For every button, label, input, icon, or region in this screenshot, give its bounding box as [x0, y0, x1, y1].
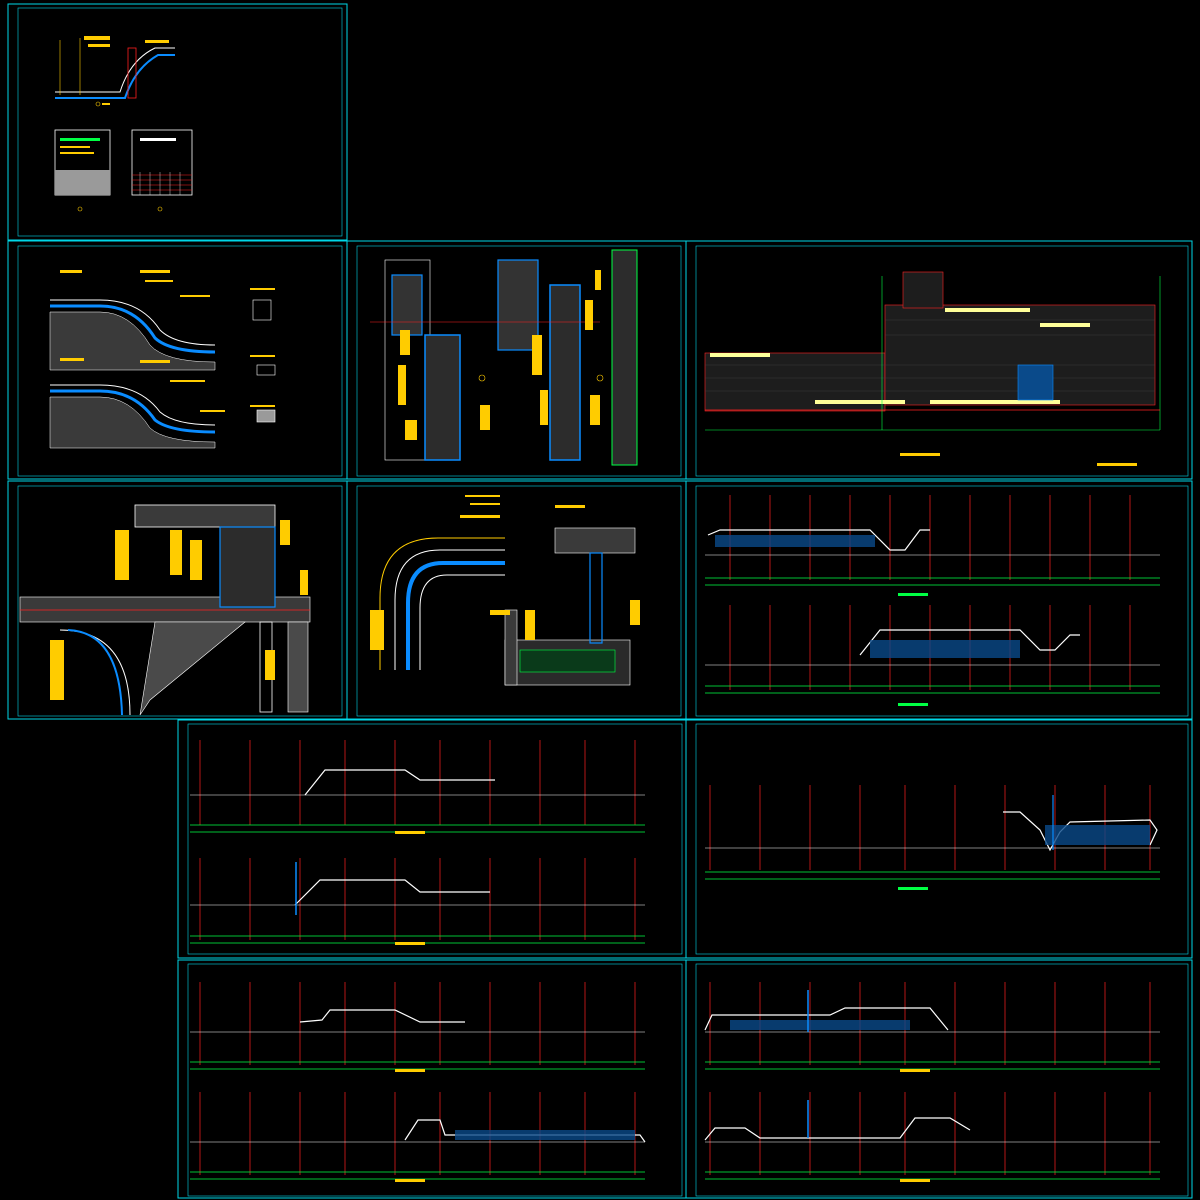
sheet-3-content — [370, 249, 638, 466]
sheet-1-content — [54, 36, 193, 212]
sheet-frames — [7, 3, 1193, 1199]
sheet-frame-10 — [177, 959, 687, 1199]
sheet-frame-11 — [685, 959, 1193, 1199]
sheet-10-content — [190, 982, 646, 1182]
sheet-frame-4 — [685, 240, 1193, 480]
sheet-frame-7 — [685, 480, 1193, 720]
sheet-9-content — [705, 785, 1160, 890]
sheet-2-content — [49, 270, 276, 449]
sheet-7-content — [705, 495, 1160, 706]
sheet-frame-1 — [7, 3, 348, 241]
sheet-4-content — [704, 271, 1161, 466]
sheet-5-content — [19, 504, 311, 716]
sheet-frame-8 — [177, 719, 687, 959]
sheet-frame-9 — [685, 719, 1193, 959]
sheet-6-content — [370, 495, 640, 686]
sheet-8-content — [190, 740, 645, 945]
sheet-11-content — [704, 982, 1160, 1182]
